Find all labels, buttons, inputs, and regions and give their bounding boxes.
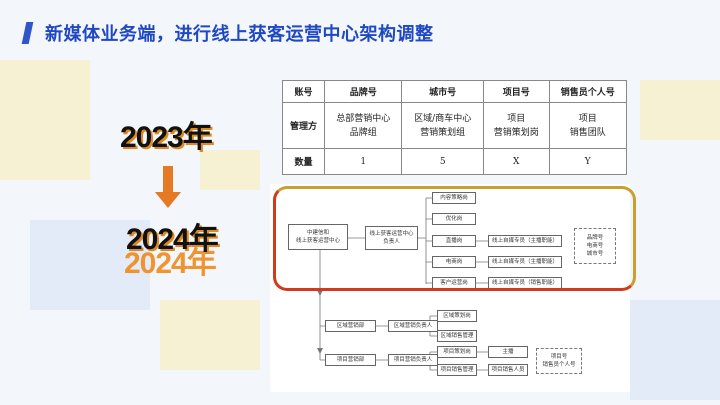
project-account-note: 项目号销售员个人号 [536, 348, 582, 374]
org-root: 中建信和线上获客运营中心 [288, 224, 348, 250]
slide-title: 新媒体业务端，进行线上获客运营中心架构调整 [21, 20, 434, 46]
table-cell: 1 [324, 148, 403, 175]
year-2024: 2024年 [126, 223, 219, 256]
org-branch: 电商岗 [432, 256, 476, 268]
org-branch: 优化岗 [432, 213, 476, 225]
table-header: 品牌号 [324, 80, 403, 103]
bg-decor [160, 300, 260, 370]
project-sub: 项目销售人员 [488, 364, 528, 376]
table-header: 账号 [281, 80, 326, 103]
region-dept: 区域营销部 [325, 320, 376, 332]
table-cell: 项目销售团队 [548, 102, 628, 149]
table-cell: 总部营销中心品牌组 [324, 102, 403, 149]
table-row: 管理方 总部营销中心品牌组 区域/商车中心营销策划组 项目营销策划岗 项目销售团… [281, 102, 628, 149]
down-arrow-head [155, 192, 181, 208]
table-header: 项目号 [482, 80, 550, 103]
region-role: 区域策划岗 [437, 310, 477, 322]
year-2024-shadow: 2024年 [124, 247, 217, 280]
account-table: 账号 品牌号 城市号 项目号 销售员个人号 管理方 总部营销中心品牌组 区域/商… [281, 80, 628, 175]
table-cell: Y [548, 148, 628, 175]
table-header: 城市号 [401, 80, 484, 103]
bg-decor [640, 80, 720, 140]
down-arrow-icon [163, 166, 173, 194]
bg-decor [0, 60, 90, 180]
title-accent-bar [21, 22, 34, 44]
bg-decor [30, 220, 150, 310]
table-cell: X [482, 148, 550, 175]
table-cell: 区域/商车中心营销策划组 [401, 102, 484, 149]
account-note: 品牌号电商号城市号 [574, 228, 616, 264]
region-role: 区域销售管理 [437, 330, 477, 342]
table-header-row: 账号 品牌号 城市号 项目号 销售员个人号 [281, 80, 628, 103]
title-text: 新媒体业务端，进行线上获客运营中心架构调整 [45, 24, 434, 45]
bg-decor [630, 300, 720, 400]
project-role: 项目策划岗 [437, 346, 477, 358]
region-head: 区域营销负责人 [388, 320, 438, 332]
project-dept: 项目营销部 [325, 354, 376, 366]
table-cell: 5 [401, 148, 484, 175]
row-label: 管理方 [281, 102, 326, 149]
org-specialist: 线上自媒专员（主播职能） [488, 235, 562, 247]
bg-decor [200, 150, 260, 190]
org-head: 线上获客运营中心负责人 [365, 226, 418, 250]
year-2023: 2023年 [120, 121, 213, 154]
project-head: 项目营销负责人 [388, 354, 438, 366]
org-branch: 内容策略岗 [432, 192, 476, 204]
highlight-frame [273, 186, 636, 291]
table-row: 数量 1 5 X Y [281, 148, 628, 175]
table-header: 销售员个人号 [548, 80, 628, 103]
row-label: 数量 [281, 148, 326, 175]
org-branch: 直播岗 [432, 235, 476, 247]
project-role: 项目销售管理 [437, 364, 477, 376]
table-cell: 项目营销策划岗 [482, 102, 550, 149]
project-sub: 主播 [488, 346, 528, 358]
org-specialist: 线上自媒专员（主播职能） [488, 256, 562, 268]
